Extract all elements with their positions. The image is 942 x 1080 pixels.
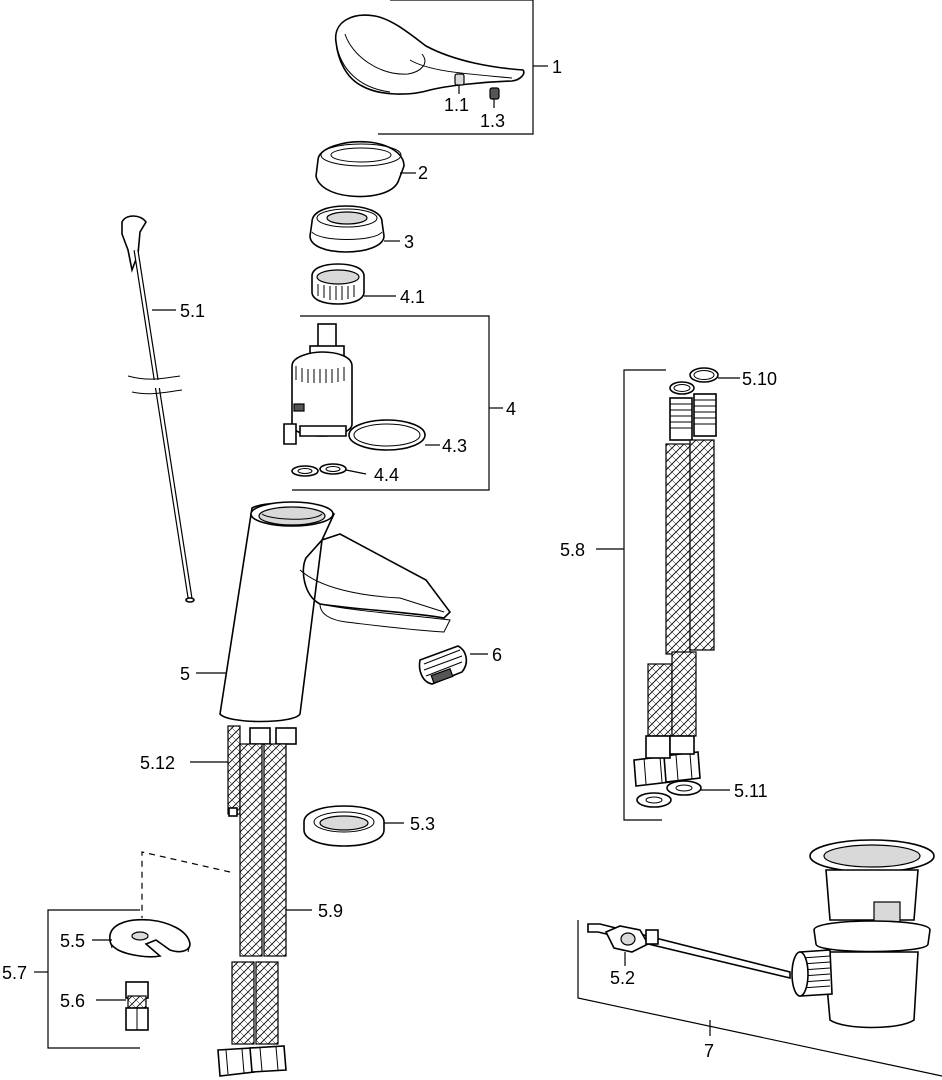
- bracket-4: [292, 315, 490, 491]
- threaded-rod: [227, 725, 241, 817]
- supply-hoses-long: [633, 393, 717, 787]
- cartridge: [283, 323, 353, 445]
- tap-body: [219, 501, 452, 723]
- supply-hoses-short: [217, 727, 297, 1077]
- label-1-1: 1.1: [444, 95, 469, 115]
- bracket-5-8: [623, 369, 666, 821]
- label-5-2: 5.2: [610, 968, 635, 988]
- clamp: [604, 925, 659, 953]
- label-5-11: 5.11: [734, 781, 768, 801]
- washer-ring: [303, 805, 385, 847]
- label-5: 5: [180, 664, 190, 684]
- aerator: [418, 645, 468, 685]
- label-1: 1: [552, 57, 562, 77]
- label-5-5: 5.5: [60, 931, 85, 951]
- label-5-10: 5.10: [742, 369, 777, 389]
- cover-cap: [315, 140, 405, 198]
- seal-rings-top: [669, 367, 719, 395]
- bracket-7: [577, 920, 942, 1077]
- label-5-8: 5.8: [560, 540, 585, 560]
- label-6: 6: [492, 645, 502, 665]
- mounting-guide-line: [141, 851, 231, 918]
- leader-4-4: [345, 469, 367, 475]
- retaining-nut: [309, 205, 385, 253]
- cartridge-seal: [348, 419, 426, 451]
- label-5-1: 5.1: [180, 301, 205, 321]
- seal-rings-bottom: [636, 780, 702, 808]
- label-4-4: 4.4: [374, 465, 399, 485]
- mounting-plate: [109, 918, 191, 958]
- drain-assembly: [791, 839, 935, 1029]
- lift-rod: [121, 215, 195, 603]
- label-4-1: 4.1: [400, 287, 425, 307]
- threaded-sleeve: [125, 981, 149, 1031]
- label-5-12: 5.12: [140, 753, 175, 773]
- label-4: 4: [506, 399, 516, 419]
- label-7: 7: [704, 1041, 714, 1061]
- label-1-3: 1.3: [480, 111, 505, 131]
- small-seals: [291, 463, 347, 477]
- label-2: 2: [418, 163, 428, 183]
- lever-handle: [334, 14, 525, 95]
- spline-ring: [311, 263, 365, 305]
- label-5-3: 5.3: [410, 814, 435, 834]
- handle-screws: [454, 73, 500, 100]
- bracket-5-7: [47, 909, 140, 1049]
- bracket-1: [378, 0, 534, 135]
- label-5-7: 5.7: [2, 963, 27, 983]
- label-3: 3: [404, 232, 414, 252]
- label-4-3: 4.3: [442, 436, 467, 456]
- label-5-6: 5.6: [60, 991, 85, 1011]
- label-5-9: 5.9: [318, 901, 343, 921]
